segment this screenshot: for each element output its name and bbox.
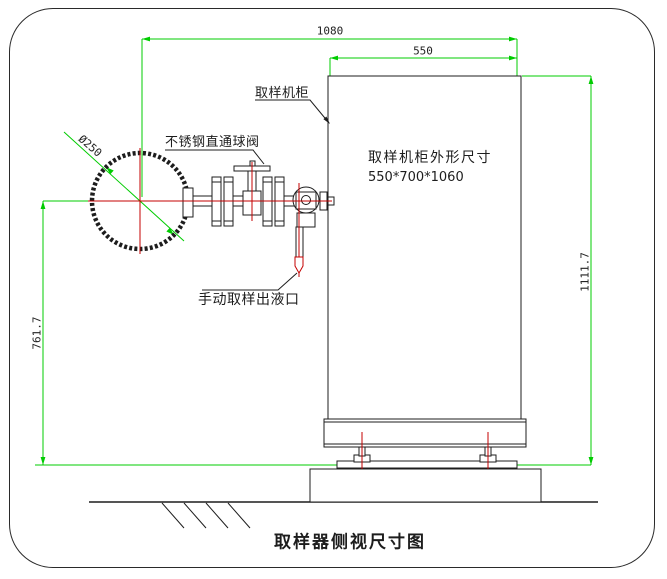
- leader-lines: [165, 99, 330, 291]
- label-valve: 不锈钢直通球阀: [165, 135, 260, 150]
- ground-hatching: [161, 502, 251, 529]
- dim-text-550: 550: [413, 44, 433, 58]
- cabinet-size-value: 550*700*1060: [368, 170, 464, 185]
- dimension-arrows: [40, 36, 594, 465]
- cabinet-body: [327, 75, 522, 420]
- leader-outlet: [202, 272, 298, 291]
- dim-text-1111: 1111.7: [578, 252, 592, 292]
- centerlines: [88, 148, 489, 469]
- drawing-border: [9, 8, 655, 568]
- label-cabinet: 取样机柜: [255, 86, 310, 101]
- dim-text-1080: 1080: [316, 24, 344, 38]
- leader-cabinet-arrow: [323, 116, 330, 124]
- foundation-block: [309, 468, 542, 503]
- outlet-nozzle: [294, 256, 304, 275]
- leader-cabinet: [255, 99, 330, 124]
- cabinet-plinth: [323, 418, 527, 448]
- equipment-outlines: [89, 75, 598, 529]
- dim-text-761: 761.7: [30, 316, 44, 350]
- leader-valve: [165, 149, 265, 165]
- valve-assembly: [182, 160, 335, 258]
- drawing-title: 取样器侧视尺寸图: [274, 532, 426, 553]
- dim-line-diameter: [63, 131, 185, 242]
- cabinet-size-title: 取样机柜外形尺寸: [368, 150, 492, 166]
- base-plate: [336, 460, 518, 469]
- label-outlet: 手动取样出液口: [198, 292, 300, 308]
